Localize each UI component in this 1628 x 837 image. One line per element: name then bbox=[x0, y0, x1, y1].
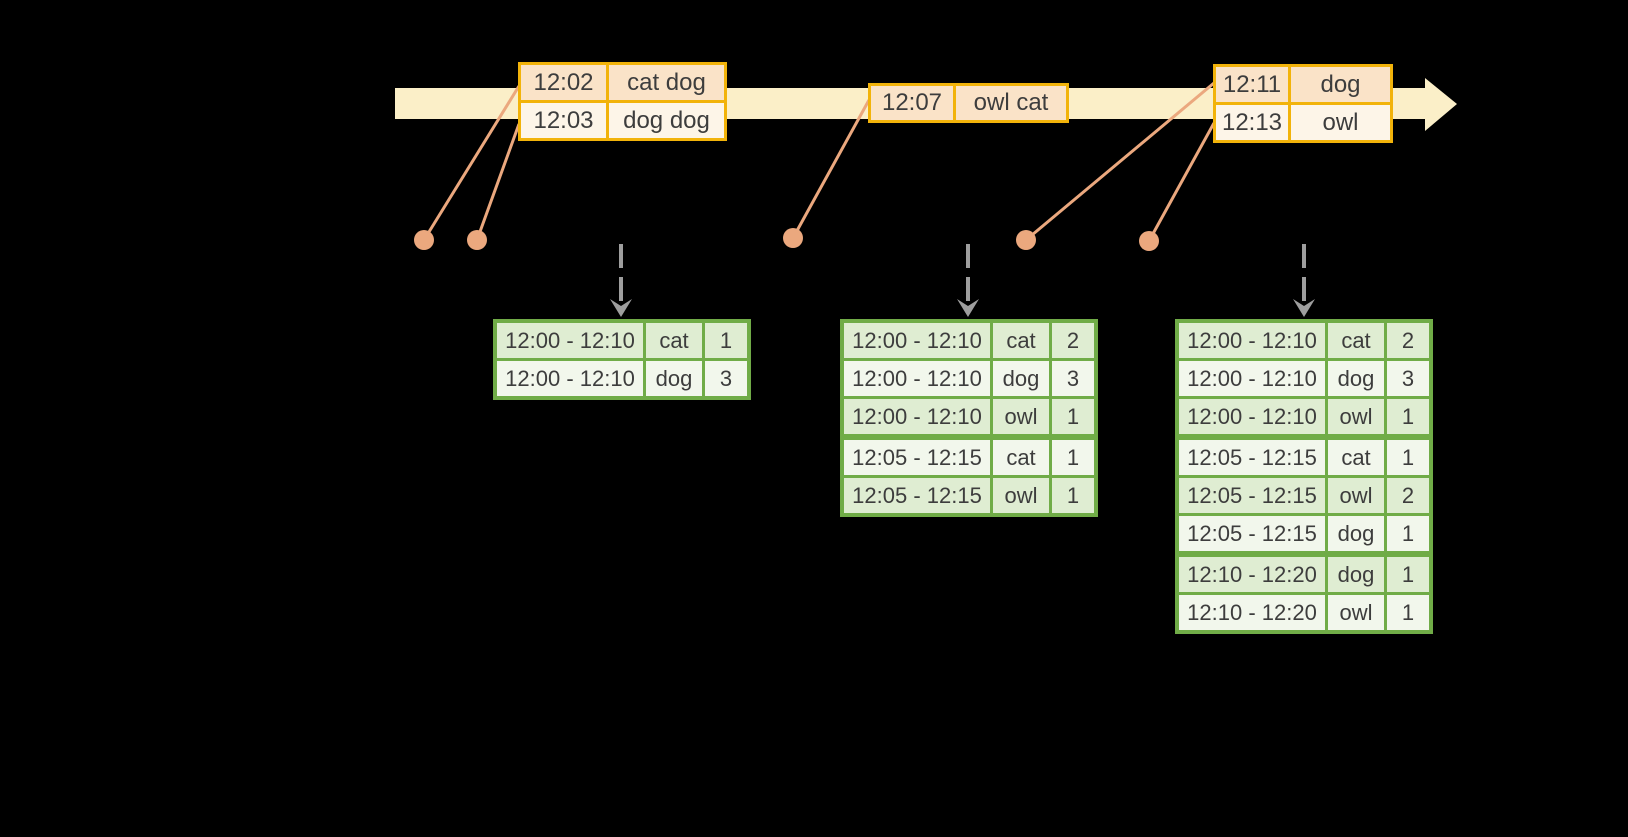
flow-arrow-head-icon bbox=[957, 299, 979, 317]
window-result-row: 12:00 - 12:10 dog 3 bbox=[1175, 358, 1433, 399]
stream-table-3: 12:11 dog 12:13 owl bbox=[1213, 64, 1393, 143]
event-connector-line bbox=[1147, 122, 1216, 242]
window-range-cell: 12:05 - 12:15 bbox=[840, 434, 993, 478]
event-connector-line bbox=[422, 85, 521, 241]
event-words-cell: owl bbox=[1288, 102, 1393, 143]
event-dot bbox=[1139, 231, 1159, 251]
flow-arrow-head-icon bbox=[1293, 299, 1315, 317]
window-count-cell: 3 bbox=[1384, 358, 1433, 399]
window-result-row: 12:05 - 12:15 dog 1 bbox=[1175, 513, 1433, 556]
window-count-cell: 1 bbox=[702, 319, 751, 361]
event-connector-line bbox=[475, 123, 521, 241]
window-key-cell: cat bbox=[1325, 319, 1387, 361]
window-range-cell: 12:00 - 12:10 bbox=[1175, 358, 1328, 399]
window-result-row: 12:00 - 12:10 dog 3 bbox=[493, 358, 751, 400]
window-key-cell: cat bbox=[643, 319, 705, 361]
window-range-cell: 12:00 - 12:10 bbox=[493, 319, 646, 361]
stream-event-row: 12:02 cat dog bbox=[518, 62, 727, 103]
window-result-row: 12:05 - 12:15 cat 1 bbox=[1175, 434, 1433, 478]
window-result-row: 12:10 - 12:20 dog 1 bbox=[1175, 551, 1433, 595]
window-result-row: 12:00 - 12:10 owl 1 bbox=[1175, 396, 1433, 439]
window-result-row: 12:10 - 12:20 owl 1 bbox=[1175, 592, 1433, 634]
window-result-row: 12:00 - 12:10 dog 3 bbox=[840, 358, 1098, 399]
window-key-cell: owl bbox=[990, 396, 1052, 439]
window-count-cell: 3 bbox=[1049, 358, 1098, 399]
stream-table-2: 12:07 owl cat bbox=[868, 83, 1069, 123]
window-key-cell: dog bbox=[990, 358, 1052, 399]
stream-event-row: 12:03 dog dog bbox=[518, 100, 727, 141]
stream-event-row: 12:07 owl cat bbox=[868, 83, 1069, 123]
window-table-2: 12:00 - 12:10 cat 2 12:00 - 12:10 dog 3 … bbox=[840, 319, 1098, 517]
window-key-cell: cat bbox=[1325, 434, 1387, 478]
stream-table-1: 12:02 cat dog 12:03 dog dog bbox=[518, 62, 727, 141]
window-count-cell: 2 bbox=[1384, 319, 1433, 361]
event-time-cell: 12:07 bbox=[868, 83, 956, 123]
window-range-cell: 12:10 - 12:20 bbox=[1175, 551, 1328, 595]
event-words-cell: dog bbox=[1288, 64, 1393, 105]
stream-event-row: 12:11 dog bbox=[1213, 64, 1393, 105]
window-key-cell: owl bbox=[1325, 396, 1387, 439]
event-words-cell: dog dog bbox=[606, 100, 727, 141]
window-table-1: 12:00 - 12:10 cat 1 12:00 - 12:10 dog 3 bbox=[493, 319, 751, 400]
window-range-cell: 12:00 - 12:10 bbox=[840, 396, 993, 439]
window-key-cell: dog bbox=[643, 358, 705, 400]
window-key-cell: cat bbox=[990, 319, 1052, 361]
window-range-cell: 12:00 - 12:10 bbox=[1175, 319, 1328, 361]
window-range-cell: 12:00 - 12:10 bbox=[840, 358, 993, 399]
window-flow-arrow bbox=[1293, 244, 1315, 317]
window-count-cell: 1 bbox=[1384, 592, 1433, 634]
window-count-cell: 1 bbox=[1384, 513, 1433, 556]
window-result-row: 12:00 - 12:10 cat 2 bbox=[840, 319, 1098, 361]
event-words-cell: cat dog bbox=[606, 62, 727, 103]
window-result-row: 12:05 - 12:15 owl 1 bbox=[840, 475, 1098, 517]
window-range-cell: 12:05 - 12:15 bbox=[1175, 475, 1328, 516]
window-range-cell: 12:00 - 12:10 bbox=[1175, 396, 1328, 439]
window-count-cell: 1 bbox=[1384, 551, 1433, 595]
event-time-cell: 12:03 bbox=[518, 100, 609, 141]
window-key-cell: dog bbox=[1325, 358, 1387, 399]
event-dot bbox=[467, 230, 487, 250]
window-key-cell: owl bbox=[990, 475, 1052, 517]
window-count-cell: 2 bbox=[1384, 475, 1433, 516]
event-dot bbox=[783, 228, 803, 248]
window-range-cell: 12:00 - 12:10 bbox=[840, 319, 993, 361]
flow-arrow-head-icon bbox=[610, 299, 632, 317]
event-dot bbox=[414, 230, 434, 250]
window-table-3: 12:00 - 12:10 cat 2 12:00 - 12:10 dog 3 … bbox=[1175, 319, 1433, 634]
window-key-cell: cat bbox=[990, 434, 1052, 478]
window-key-cell: owl bbox=[1325, 475, 1387, 516]
window-key-cell: dog bbox=[1325, 551, 1387, 595]
window-flow-arrow bbox=[610, 244, 632, 317]
event-connector-line bbox=[791, 99, 871, 239]
event-words-cell: owl cat bbox=[953, 83, 1069, 123]
window-result-row: 12:05 - 12:15 owl 2 bbox=[1175, 475, 1433, 516]
window-result-row: 12:00 - 12:10 cat 1 bbox=[493, 319, 751, 361]
window-key-cell: dog bbox=[1325, 513, 1387, 556]
stream-event-row: 12:13 owl bbox=[1213, 102, 1393, 143]
window-count-cell: 1 bbox=[1049, 434, 1098, 478]
window-result-row: 12:00 - 12:10 owl 1 bbox=[840, 396, 1098, 439]
window-range-cell: 12:05 - 12:15 bbox=[840, 475, 993, 517]
window-result-row: 12:00 - 12:10 cat 2 bbox=[1175, 319, 1433, 361]
window-count-cell: 1 bbox=[1384, 396, 1433, 439]
window-result-row: 12:05 - 12:15 cat 1 bbox=[840, 434, 1098, 478]
window-count-cell: 2 bbox=[1049, 319, 1098, 361]
window-range-cell: 12:00 - 12:10 bbox=[493, 358, 646, 400]
window-count-cell: 3 bbox=[702, 358, 751, 400]
window-count-cell: 1 bbox=[1049, 396, 1098, 439]
window-flow-arrow bbox=[957, 244, 979, 317]
event-time-cell: 12:11 bbox=[1213, 64, 1291, 105]
window-range-cell: 12:10 - 12:20 bbox=[1175, 592, 1328, 634]
event-dot bbox=[1016, 230, 1036, 250]
window-key-cell: owl bbox=[1325, 592, 1387, 634]
window-range-cell: 12:05 - 12:15 bbox=[1175, 434, 1328, 478]
window-count-cell: 1 bbox=[1384, 434, 1433, 478]
timeline-arrowhead-icon bbox=[1425, 78, 1457, 131]
event-connector-line bbox=[1025, 81, 1215, 242]
window-range-cell: 12:05 - 12:15 bbox=[1175, 513, 1328, 556]
event-time-cell: 12:02 bbox=[518, 62, 609, 103]
event-time-cell: 12:13 bbox=[1213, 102, 1291, 143]
window-count-cell: 1 bbox=[1049, 475, 1098, 517]
